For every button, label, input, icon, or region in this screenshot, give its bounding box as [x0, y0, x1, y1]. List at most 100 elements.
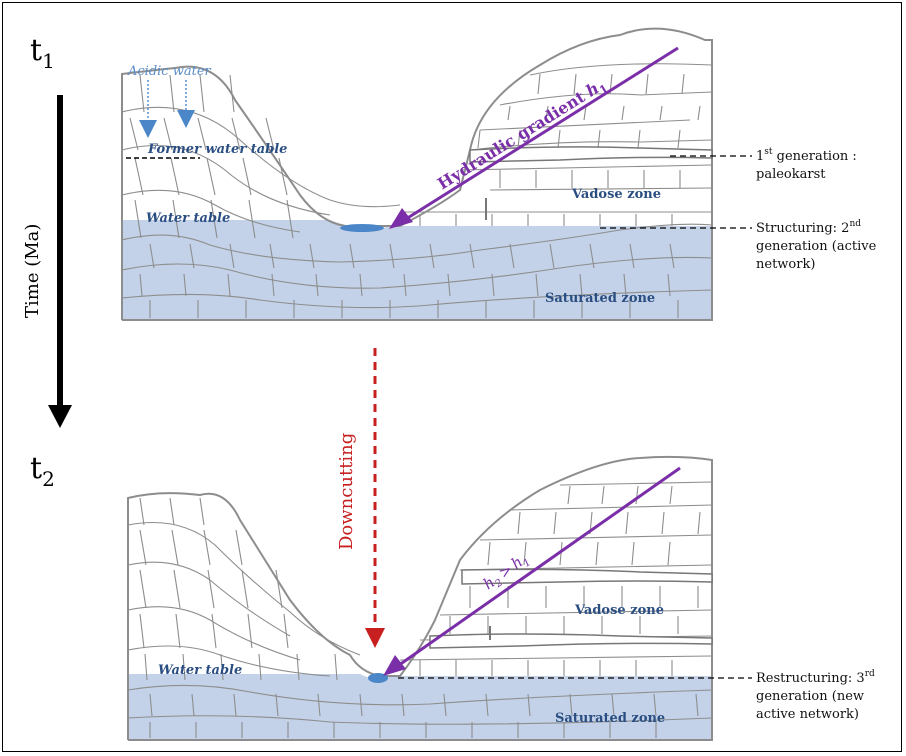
top-water-table-label: Water table [146, 211, 230, 226]
brick-joint [401, 693, 405, 717]
brick-joint [206, 157, 216, 196]
brick-joint [509, 243, 515, 269]
brick-joint [283, 613, 289, 649]
brick-joint [645, 73, 649, 95]
brick-joint [258, 653, 262, 681]
bottom-vadose-zone-label: Vadose zone [574, 603, 664, 618]
brick-joint [359, 273, 363, 297]
brick-joint [210, 199, 218, 239]
brick-joint [134, 157, 144, 196]
brick-joint [220, 653, 224, 681]
brick-joint [573, 73, 577, 95]
brick-joint [149, 243, 155, 269]
brick-joint [667, 541, 671, 566]
former-water-table-label: Former water table [147, 142, 287, 157]
brick-joint [170, 157, 180, 196]
brick-joint [233, 693, 237, 717]
brick-joint [278, 157, 288, 196]
brick-joint [659, 105, 663, 121]
brick-joint [139, 497, 145, 526]
brick-joint [595, 541, 599, 566]
brick-joint [389, 243, 395, 269]
brick-joint [629, 243, 635, 269]
brick-joint [625, 511, 629, 535]
brick-joint [317, 693, 321, 717]
bottom-gradient-arrowhead [383, 655, 406, 676]
brick-joint [139, 569, 147, 609]
time-axis-label: Time (Ma) [22, 224, 43, 318]
brick-joint [491, 273, 495, 297]
brick-joint [229, 243, 235, 269]
top-gradient-arrowhead [389, 208, 413, 229]
brick-joint [677, 129, 681, 149]
top-saturated-water [122, 220, 712, 320]
brick-joint [469, 243, 475, 269]
brick-joint [535, 273, 539, 297]
brick-joint [229, 74, 235, 113]
brick-joint [182, 653, 186, 681]
brick-joint [144, 653, 148, 681]
brick-joint [275, 693, 279, 717]
brick-joint [203, 529, 211, 566]
brick-joint [134, 199, 142, 239]
bottom-saturated-water [128, 674, 712, 740]
brick-joint [569, 693, 573, 717]
brick-joint [567, 485, 571, 505]
brick-joint [443, 693, 447, 717]
brick-joint [286, 199, 294, 239]
brick-joint [199, 497, 205, 526]
bottom-saturated-zone-label: Saturated zone [555, 711, 665, 726]
gen2-line3: network) [756, 257, 815, 272]
downcutting-arrowhead [365, 628, 385, 648]
brick-joint [549, 243, 555, 269]
gen1-line2: paleokarst [756, 167, 826, 182]
brick-joint [557, 129, 561, 149]
brick-joint [697, 511, 701, 535]
top-saturated-zone-label: Saturated zone [545, 291, 655, 306]
brick-joint [623, 273, 627, 297]
gen3-line2: generation (new [756, 689, 864, 704]
brick-joint [248, 199, 256, 239]
brick-joint [517, 511, 521, 535]
brick-joint [597, 129, 601, 149]
brick-joint [631, 541, 635, 566]
downcutting-label: Downcutting [336, 433, 357, 550]
bottom-gradient-arrow [391, 466, 681, 672]
brick-joint [129, 117, 139, 151]
gen3-line3: active network) [756, 707, 859, 722]
brick-joint [139, 74, 145, 113]
t2-label: t2 [30, 451, 55, 491]
brick-joint [403, 273, 407, 297]
top-vadose-zone-label: Vadose zone [571, 187, 661, 202]
brick-joint [359, 693, 363, 717]
brick-joint [175, 613, 181, 649]
brick-joint [227, 273, 231, 297]
brick-joint [247, 613, 253, 649]
brick-joint [296, 653, 300, 681]
brick-joint [275, 569, 283, 609]
bottom-old-conduit [429, 633, 713, 649]
top-joints [129, 73, 701, 318]
brick-joint [265, 117, 275, 151]
brick-joint [537, 73, 541, 95]
brick-joint [447, 273, 451, 297]
t1-label: t1 [30, 33, 55, 73]
brick-joint [669, 485, 673, 505]
brick-joint [171, 529, 179, 566]
brick-joint [169, 74, 175, 113]
brick-joint [611, 693, 615, 717]
brick-joint [553, 511, 557, 535]
brick-joint [667, 273, 671, 297]
brick-joint [211, 613, 217, 649]
brick-joint [139, 613, 145, 649]
brick-joint [487, 541, 491, 566]
gen3-line1: Restructuring: 3rd [756, 669, 875, 686]
brick-joint [169, 497, 175, 526]
brick-joint [269, 243, 275, 269]
brick-joint [183, 273, 187, 297]
brick-joint [429, 243, 435, 269]
brick-joint [669, 243, 675, 269]
brick-joint [271, 273, 275, 297]
